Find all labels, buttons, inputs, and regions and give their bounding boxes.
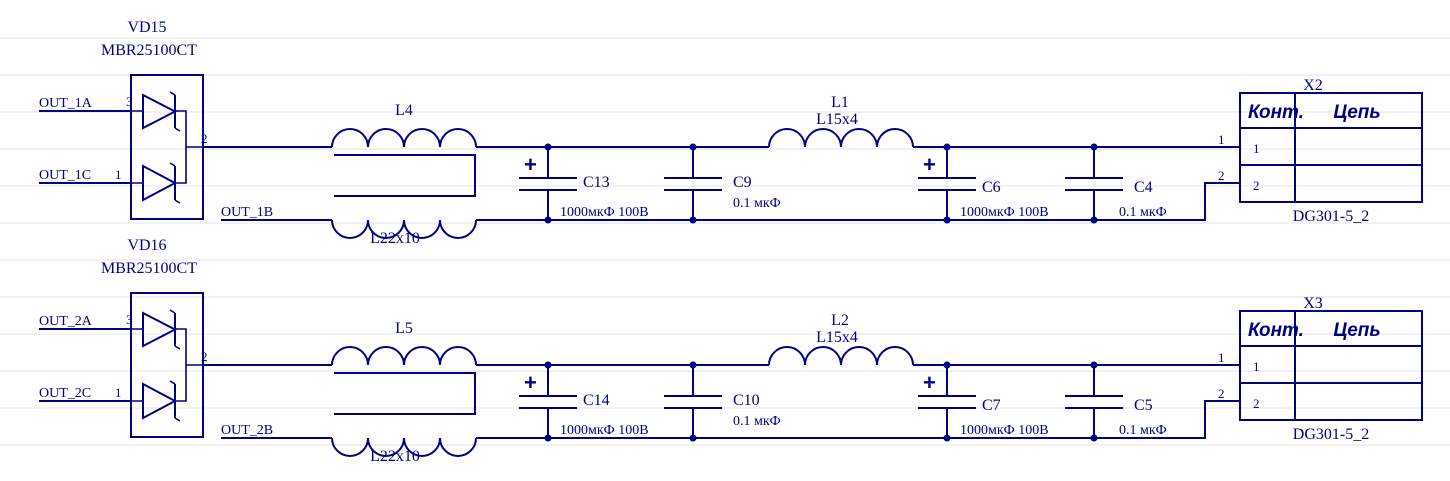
diode-pin-3: 3 (126, 312, 133, 327)
connector-col-net: Цепь (1333, 320, 1380, 341)
cap-electrolytic-2-ref: C6 (982, 179, 1001, 196)
cap-ceramic-1: C9 0.1 мкФ (664, 143, 781, 224)
diode-ref: VD15 (127, 19, 166, 36)
cap-ceramic-2: C4 0.1 мкФ (1065, 143, 1167, 224)
diode-pin-2: 2 (201, 349, 208, 364)
connector-row-1: 1 (1253, 141, 1260, 156)
net-label-a: OUT_2A (39, 314, 93, 329)
connector-pin-2: 2 (1218, 168, 1225, 183)
cap-electrolytic-1: + C14 1000мкФ 100В (519, 361, 649, 442)
cap-ceramic-1-ref: C10 (733, 392, 760, 409)
channels: VD15MBR25100CT312OUT_1AOUT_1COUT_1BL4L22… (39, 19, 1423, 465)
wire-return (221, 400, 1240, 439)
net-label-c: OUT_2C (39, 386, 91, 401)
connector-ref: X3 (1303, 295, 1323, 312)
cap-ceramic-1-value: 0.1 мкФ (733, 196, 781, 211)
cap-electrolytic-2-value: 1000мкФ 100В (960, 205, 1049, 220)
cap-ceramic-2: C5 0.1 мкФ (1065, 361, 1167, 442)
cap-electrolytic-2-ref: C7 (982, 397, 1001, 414)
cap-ceramic-1-ref: C9 (733, 174, 752, 191)
inductor-value: L15x4 (816, 111, 858, 128)
inductor-ref: L2 (831, 312, 849, 329)
cap-electrolytic-1: + C13 1000мкФ 100В (519, 143, 649, 224)
cap-ceramic-2-ref: C5 (1134, 397, 1153, 414)
inductor-ref: L1 (831, 94, 849, 111)
diode-value: MBR25100CT (101, 260, 197, 277)
cap-ceramic-1-value: 0.1 мкФ (733, 414, 781, 429)
channel-2: VD16MBR25100CT312OUT_2AOUT_2COUT_2BL5L22… (39, 237, 1423, 465)
connector-col-pin: Конт. (1248, 320, 1304, 341)
net-label-c: OUT_1C (39, 168, 91, 183)
choke-value: L22x10 (370, 230, 420, 247)
diode-pin-3: 3 (126, 94, 133, 109)
connector-row-1: 1 (1253, 359, 1260, 374)
connector-col-pin: Конт. (1248, 102, 1304, 123)
diode-pin-1: 1 (115, 385, 122, 400)
cap-electrolytic-2-value: 1000мкФ 100В (960, 423, 1049, 438)
polarity-plus: + (923, 152, 936, 177)
cap-ceramic-2-value: 0.1 мкФ (1119, 205, 1167, 220)
cap-electrolytic-1-ref: C13 (583, 174, 610, 191)
connector-pin-1: 1 (1218, 132, 1225, 147)
connector-row-2: 2 (1253, 396, 1260, 411)
choke-ref: L5 (395, 320, 413, 337)
net-label-a: OUT_1A (39, 96, 93, 111)
net-label-b: OUT_1B (221, 205, 273, 220)
background-grid (0, 37, 1450, 446)
cap-ceramic-2-ref: C4 (1134, 179, 1153, 196)
net-label-b: OUT_2B (221, 423, 273, 438)
connector-type: DG301-5_2 (1293, 426, 1369, 443)
polarity-plus: + (524, 370, 537, 395)
wire-return (221, 182, 1240, 221)
connector-ref: X2 (1303, 77, 1323, 94)
connector-col-net: Цепь (1333, 102, 1380, 123)
cap-electrolytic-2: + C7 1000мкФ 100В (918, 361, 1049, 442)
choke-ref: L4 (395, 102, 413, 119)
inductor-value: L15x4 (816, 329, 858, 346)
cap-electrolytic-1-value: 1000мкФ 100В (560, 423, 649, 438)
diode-pin-1: 1 (115, 167, 122, 182)
connector-pin-1: 1 (1218, 350, 1225, 365)
cap-ceramic-2-value: 0.1 мкФ (1119, 423, 1167, 438)
connector-type: DG301-5_2 (1293, 208, 1369, 225)
cap-electrolytic-1-value: 1000мкФ 100В (560, 205, 649, 220)
connector-row-2: 2 (1253, 178, 1260, 193)
cap-electrolytic-2: + C6 1000мкФ 100В (918, 143, 1049, 224)
diode-value: MBR25100CT (101, 42, 197, 59)
polarity-plus: + (923, 370, 936, 395)
connector-pin-2: 2 (1218, 386, 1225, 401)
choke-value: L22x10 (370, 448, 420, 465)
diode-pin-2: 2 (201, 131, 208, 146)
cap-ceramic-1: C10 0.1 мкФ (664, 361, 781, 442)
polarity-plus: + (524, 152, 537, 177)
cap-electrolytic-1-ref: C14 (583, 392, 610, 409)
diode-ref: VD16 (127, 237, 166, 254)
